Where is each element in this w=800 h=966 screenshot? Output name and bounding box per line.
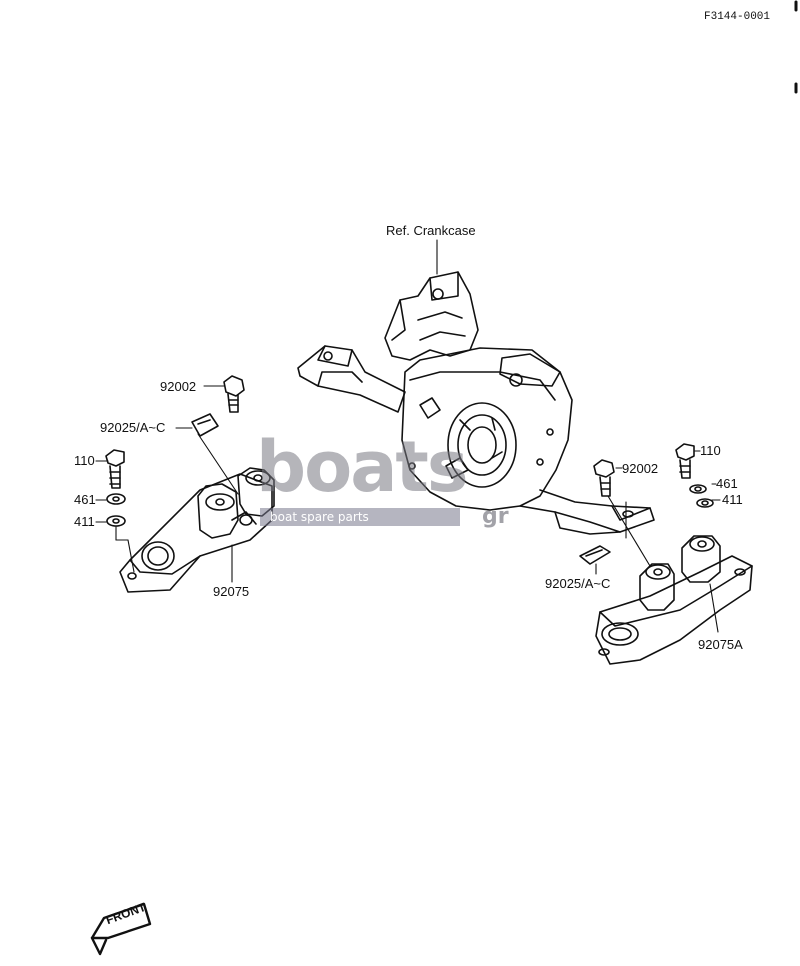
label-ref-crankcase: Ref. Crankcase: [386, 223, 476, 238]
label-left-washer-411: 411: [74, 514, 95, 529]
crankcase-drawing: [297, 271, 655, 535]
label-right-bolt-110: 110: [700, 443, 721, 458]
label-right-washer-411: 411: [722, 492, 743, 507]
label-right-bolt-92002: 92002: [622, 461, 659, 476]
label-left-bolt-92002: 92002: [160, 379, 197, 394]
left-mount-drawing: [105, 375, 275, 593]
label-left-bracket-92075: 92075: [213, 584, 250, 599]
front-arrow-shape: [90, 902, 152, 956]
label-left-washer-461: 461: [74, 492, 96, 507]
label-left-bolt-110: 110: [74, 453, 95, 468]
label-right-bracket-92075a: 92075A: [698, 637, 743, 652]
figure-code: F3144-0001: [704, 11, 771, 23]
label-right-stopper-92025: 92025/A~C: [545, 576, 611, 591]
right-mount-drawing: [579, 443, 753, 665]
label-left-stopper-92025: 92025/A~C: [100, 420, 166, 435]
leader-lines: [95, 239, 721, 633]
label-right-washer-461: 461: [716, 476, 738, 491]
